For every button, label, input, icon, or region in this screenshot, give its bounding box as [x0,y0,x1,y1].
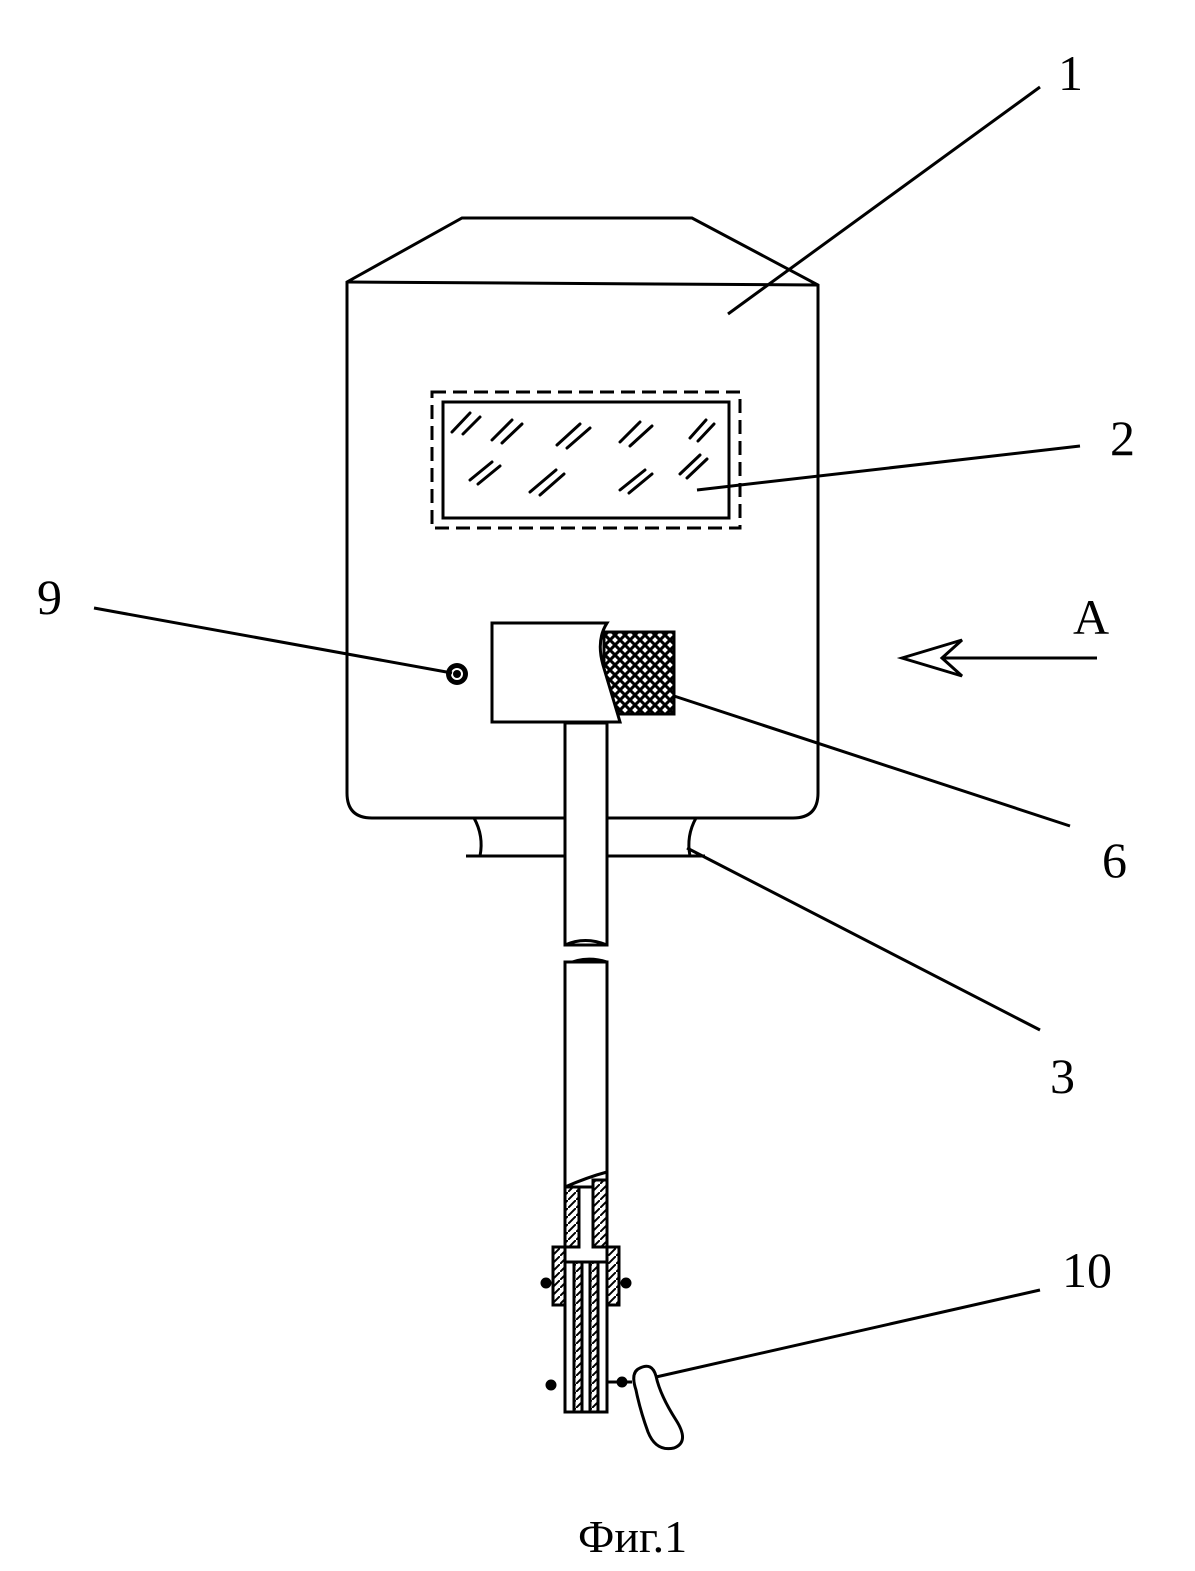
handle-rod [565,723,607,1187]
hook [634,1366,683,1448]
handle-clamp [492,623,674,722]
label-9-bolt: 9 [37,569,62,625]
viewing-window [432,392,740,528]
label-3-bracket: 3 [1050,1048,1075,1104]
label-1-shield: 1 [1058,45,1083,101]
label-6-mesh: 6 [1102,832,1127,888]
label-2-window: 2 [1110,410,1135,466]
label-10-hook: 10 [1062,1242,1112,1298]
label-a-view: A [1073,589,1109,645]
view-arrow-a [902,640,1097,676]
figure-caption: Фиг.1 [578,1511,687,1562]
handle-tip-section [542,1180,632,1412]
